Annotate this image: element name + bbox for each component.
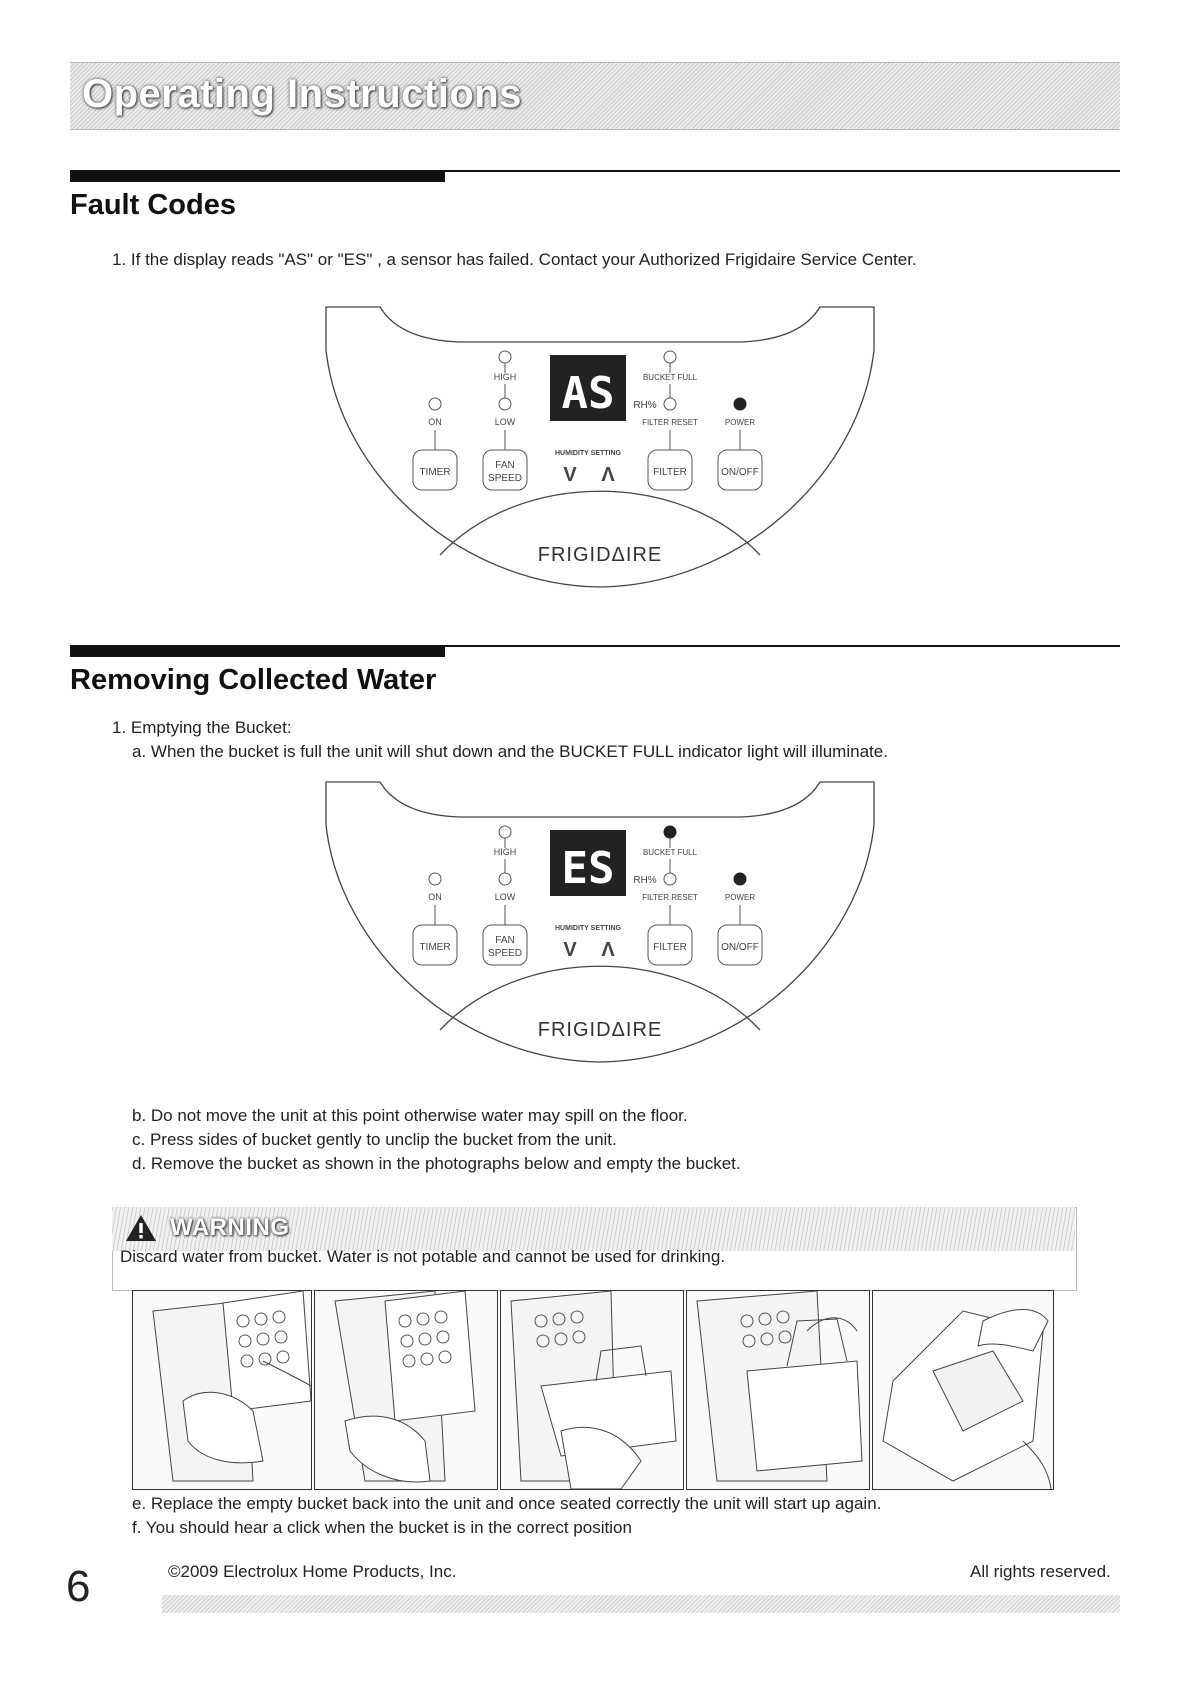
frigidaire-logo: FRIGIDΔIRE (538, 1019, 662, 1041)
warning-title: WARNING (170, 1214, 290, 1241)
removing-water-item-d: d. Remove the bucket as shown in the pho… (132, 1154, 741, 1173)
label-filter-reset: FILTER RESET (642, 418, 698, 427)
humidity-down-button[interactable]: V (563, 464, 577, 486)
warning-text: Discard water from bucket. Water is not … (120, 1247, 726, 1266)
label-on: ON (428, 417, 442, 427)
removing-water-item-a: a. When the bucket is full the unit will… (132, 742, 888, 761)
filter-button-label: FILTER (653, 467, 687, 478)
filter-button[interactable] (647, 449, 693, 491)
fan-speed-button-label-fan: FAN (495, 935, 514, 946)
footer-bar (162, 1595, 1120, 1613)
indicator-on-light (428, 872, 442, 886)
removing-water-item-f: f. You should hear a click when the buck… (132, 1518, 632, 1537)
indicator-low-light (498, 872, 512, 886)
led-display-background (550, 355, 626, 421)
timer-button[interactable] (412, 924, 458, 966)
fan-speed-button-label-fan: FAN (495, 460, 514, 471)
indicator-filter-reset-light (663, 397, 677, 411)
humidity-up-button[interactable]: Λ (601, 939, 615, 961)
on-off-button-label: ON/OFF (721, 942, 759, 953)
indicator-power-light (733, 397, 747, 411)
bucket-removal-photo-5 (872, 1290, 1054, 1490)
indicator-power-light (733, 872, 747, 886)
label-power: POWER (725, 893, 755, 902)
section-rule-thin (445, 170, 1120, 172)
fault-codes-title: Fault Codes (70, 189, 236, 221)
label-filter-reset: FILTER RESET (642, 893, 698, 902)
footer-copyright: ©2009 Electrolux Home Products, Inc. (168, 1562, 457, 1581)
removing-water-item-1: 1. Emptying the Bucket: (112, 718, 292, 737)
section-rule-thin (445, 645, 1120, 647)
timer-button[interactable] (412, 449, 458, 491)
label-rh: RH% (633, 875, 656, 886)
section-rule-thick (70, 645, 445, 657)
section-rule-thick (70, 170, 445, 182)
led-display: ES (562, 843, 615, 894)
timer-button-label: TIMER (419, 467, 450, 478)
label-bucket-full: BUCKET FULL (643, 373, 698, 382)
frigidaire-logo: FRIGIDΔIRE (538, 544, 662, 566)
fan-speed-button-label-speed: SPEED (488, 473, 522, 484)
humidity-up-button[interactable]: Λ (601, 464, 615, 486)
label-low: LOW (495, 417, 516, 427)
led-display: AS (562, 368, 615, 419)
control-panel-diagram-es: HIGH LOW ON ES BUCKET FULL RH% FILTER RE… (325, 781, 875, 1063)
fan-speed-button[interactable] (482, 924, 528, 966)
label-humidity-setting: HUMIDITY SETTING (555, 925, 622, 932)
removing-water-title: Removing Collected Water (70, 664, 437, 696)
fault-codes-item-1: 1. If the display reads "AS" or "ES" , a… (112, 250, 917, 269)
label-low: LOW (495, 892, 516, 902)
label-high: HIGH (494, 847, 517, 857)
on-off-button[interactable] (717, 449, 763, 491)
bucket-removal-photo-2 (314, 1290, 498, 1490)
warning-triangle-icon (126, 1215, 156, 1241)
label-on: ON (428, 892, 442, 902)
filter-button-label: FILTER (653, 942, 687, 953)
label-humidity-setting: HUMIDITY SETTING (555, 450, 622, 457)
filter-button[interactable] (647, 924, 693, 966)
bucket-removal-photo-3 (500, 1290, 684, 1490)
indicator-low-light (498, 397, 512, 411)
timer-button-label: TIMER (419, 942, 450, 953)
brand-arc (439, 490, 761, 556)
bucket-removal-photo-4 (686, 1290, 870, 1490)
on-off-button[interactable] (717, 924, 763, 966)
indicator-on-light (428, 397, 442, 411)
fan-speed-button-label-speed: SPEED (488, 948, 522, 959)
fan-speed-button[interactable] (482, 449, 528, 491)
led-display-background (550, 830, 626, 896)
page-number: 6 (66, 1562, 91, 1611)
brand-arc (439, 965, 761, 1031)
indicator-filter-reset-light (663, 872, 677, 886)
humidity-down-button[interactable]: V (563, 939, 577, 961)
header-banner (70, 62, 1120, 130)
label-bucket-full: BUCKET FULL (643, 848, 698, 857)
label-power: POWER (725, 418, 755, 427)
control-panel-diagram-as: HIGH LOW ON AS BUCKET FULL RH% FILTER RE… (325, 306, 875, 588)
label-rh: RH% (633, 400, 656, 411)
label-high: HIGH (494, 372, 517, 382)
footer-rights: All rights reserved. (970, 1562, 1111, 1581)
removing-water-item-e: e. Replace the empty bucket back into th… (132, 1494, 882, 1513)
removing-water-item-b: b. Do not move the unit at this point ot… (132, 1106, 688, 1125)
removing-water-item-c: c. Press sides of bucket gently to uncli… (132, 1130, 617, 1149)
warning-header-bar (112, 1207, 1075, 1251)
page-title: Operating Instructions (82, 72, 522, 116)
bucket-removal-photo-1 (132, 1290, 312, 1490)
indicator-bucket-full-light (663, 825, 677, 839)
on-off-button-label: ON/OFF (721, 467, 759, 478)
